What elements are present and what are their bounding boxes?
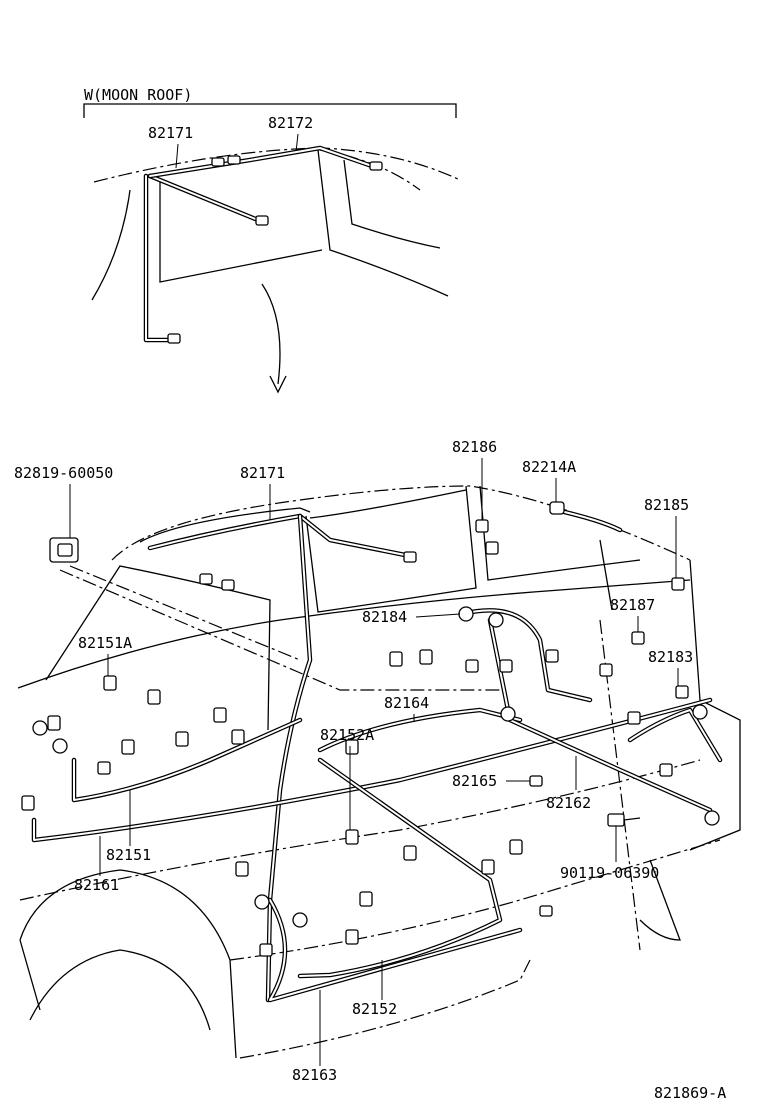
- wheel-arch: [19, 869, 237, 1059]
- rocker-bottom: [239, 959, 531, 1059]
- inset-pillar: [91, 189, 131, 301]
- inset-bracket: [83, 103, 457, 118]
- clip-icon: [49, 537, 301, 661]
- roof-rail: [139, 507, 311, 543]
- label-82162: 82162: [546, 794, 591, 812]
- inset-rear-frame: [317, 149, 449, 297]
- label-82161: 82161: [74, 876, 119, 894]
- inset-title: W(MOON ROOF): [84, 86, 192, 104]
- front-edge: [19, 939, 41, 1011]
- label-82185: 82185: [644, 496, 689, 514]
- inset-label-82172: 82172: [268, 114, 313, 132]
- wheel-arch-inner: [29, 949, 211, 1031]
- label-82163: 82163: [292, 1066, 337, 1084]
- rear-panel: [689, 559, 741, 851]
- side-glass: [45, 565, 271, 731]
- label-90119-06390: 90119-06390: [560, 864, 659, 882]
- inset-window-frame: [159, 180, 323, 283]
- part-labels: 82819-60050 82171 82186 82214A 82185 821…: [14, 438, 726, 1102]
- label-82151: 82151: [106, 846, 151, 864]
- vehicle-body: [17, 485, 741, 1059]
- inset-roofline: [93, 147, 461, 183]
- label-82151a: 82151A: [78, 634, 132, 652]
- arrow-head-icon: [269, 375, 287, 394]
- label-82152a: 82152A: [320, 726, 374, 744]
- inset-wire-82171: [143, 173, 173, 343]
- tailgate-pillar: [599, 539, 613, 611]
- inset-rear-window: [343, 159, 441, 249]
- label-82165: 82165: [452, 772, 497, 790]
- label-82214a: 82214A: [522, 458, 576, 476]
- wire-pillar: [265, 513, 313, 1003]
- connectors: [21, 501, 720, 957]
- figure-code: 821869-A: [654, 1084, 726, 1102]
- label-82819-60050: 82819-60050: [14, 464, 113, 482]
- label-82152: 82152: [352, 1000, 397, 1018]
- moon-roof-inset: W(MOON ROOF) 82171 82172: [83, 86, 461, 394]
- rear-glass-top: [309, 489, 467, 519]
- rear-bumper: [639, 859, 681, 941]
- arrow-icon: [261, 283, 281, 385]
- tailgate-glass: [479, 485, 641, 581]
- body-crease: [19, 759, 701, 901]
- inset-label-82171: 82171: [148, 124, 193, 142]
- label-82184: 82184: [362, 608, 407, 626]
- wire-82184: [459, 608, 593, 703]
- wire-82163: [267, 897, 523, 1003]
- rear-quarter-glass: [305, 485, 477, 613]
- label-82171: 82171: [240, 464, 285, 482]
- label-82187: 82187: [610, 596, 655, 614]
- label-82164: 82164: [384, 694, 429, 712]
- belt-line: [17, 579, 691, 689]
- label-82186: 82186: [452, 438, 497, 456]
- wire-harnesses: [31, 507, 723, 1003]
- interior-line: [59, 569, 500, 691]
- label-82183: 82183: [648, 648, 693, 666]
- rocker-line: [229, 839, 721, 961]
- bolt-icon: [607, 813, 641, 827]
- inset-roof-edge: [319, 149, 421, 191]
